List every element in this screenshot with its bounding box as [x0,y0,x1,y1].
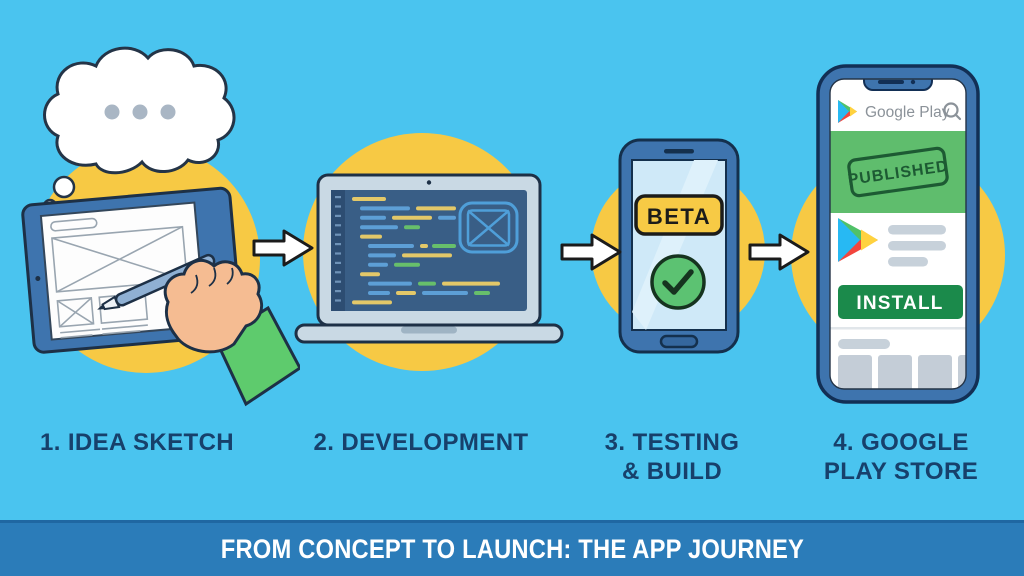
step-label-line: 3. TESTING [604,429,740,456]
app-icon [458,201,519,254]
phone-speaker [664,149,694,154]
webcam-dot [426,180,432,185]
arrow-icon [252,229,314,267]
app-title-lines [888,225,946,267]
step-label-4: 4. GOOGLE PLAY STORE [824,428,978,486]
step-label-line: 2. DEVELOPMENT [313,429,529,456]
idea-sketch-illustration [21,46,300,407]
line-numbers [335,196,341,302]
install-button: INSTALL [838,285,963,319]
arrow-icon [748,233,810,271]
home-button [659,334,699,349]
beta-badge-label: BETA [647,204,711,229]
laptop-notch [401,326,457,334]
cloud-bubble [52,175,76,199]
published-banner [830,131,966,213]
step-label-1: 1. IDEA SKETCH [40,428,234,457]
arrow-icon [560,233,622,271]
install-button-label: INSTALL [856,293,943,314]
hand-with-pen [97,253,300,407]
step-label-line: 1. IDEA SKETCH [39,429,235,456]
check-circle-icon [650,254,706,310]
editor-gutter [331,190,345,311]
screenshot-placeholders [838,355,966,389]
step-label-line: 4. GOOGLE [833,429,969,456]
step-label-3: 3. TESTING & BUILD [605,428,740,486]
tablet-camera-dot [35,275,41,281]
step-label-2: 2. DEVELOPMENT [314,428,529,457]
thought-cloud [42,46,236,214]
hand [163,258,263,354]
footer-banner: FROM CONCEPT TO LAUNCH: THE APP JOURNEY [0,520,1024,576]
testing-illustration: BETA [618,138,740,354]
play-store-app-icon [838,218,878,262]
beta-badge: BETA [634,194,724,236]
section-label-bar [838,339,890,349]
search-icon [943,102,962,121]
cloud-dot [104,104,120,120]
divider [830,327,966,330]
development-illustration [294,173,564,344]
play-store-header-title: Google Play [865,104,950,121]
test-phone: BETA [618,138,740,354]
cloud-dot [132,104,148,120]
play-logo-icon [838,100,857,123]
play-store-illustration: Google Play PUBLISHED [816,64,980,404]
step-label-line: PLAY STORE [823,458,979,485]
cloud-dot [160,104,176,120]
laptop [294,173,564,344]
code-lines [352,197,500,305]
step-label-line: & BUILD [621,458,723,485]
banner-title: FROM CONCEPT TO LAUNCH: THE APP JOURNEY [220,534,804,564]
